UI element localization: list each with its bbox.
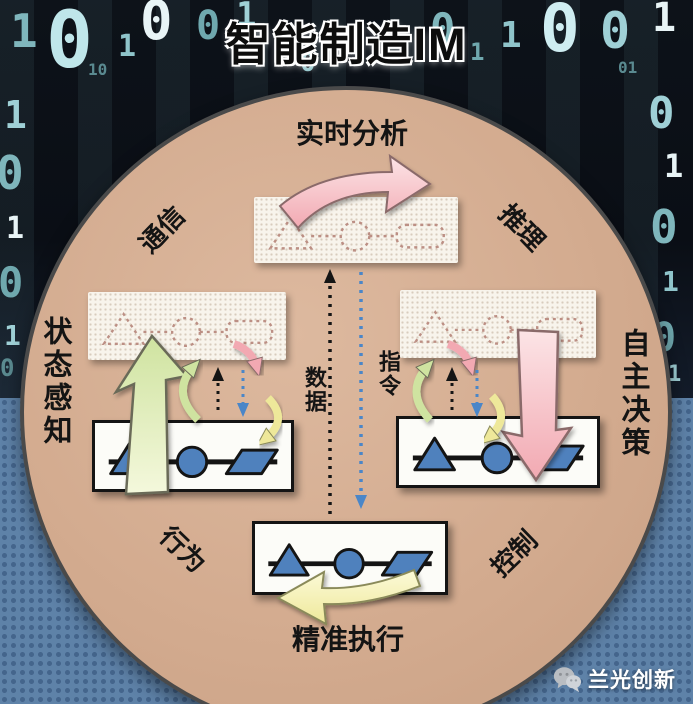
physical-system-shapes bbox=[108, 440, 279, 479]
binary-digit: 0 bbox=[0, 146, 24, 200]
binary-digit: 1 bbox=[662, 265, 679, 298]
binary-digit: 1 bbox=[470, 38, 485, 66]
label-data-flow: 数据 bbox=[302, 366, 327, 414]
binary-digit: 0 bbox=[648, 88, 675, 139]
binary-digit: 01 bbox=[618, 58, 638, 77]
binary-digit: 1 bbox=[4, 319, 21, 352]
label-precise-execution: 精准执行 bbox=[291, 624, 404, 655]
binary-digit: 0 bbox=[140, 0, 173, 52]
virtual-model-box-right bbox=[400, 290, 596, 358]
binary-digit: 1 bbox=[4, 93, 27, 137]
physical-system-box-left bbox=[92, 420, 294, 492]
label-instruction-flow: 指令 bbox=[376, 350, 401, 398]
virtual-model-shapes bbox=[268, 215, 445, 252]
watermark-text: 兰光创新 bbox=[588, 669, 676, 692]
label-autonomous-decision: 自主决策 bbox=[617, 328, 649, 460]
watermark: 兰光创新 bbox=[552, 664, 676, 694]
virtual-model-shapes bbox=[413, 310, 584, 345]
binary-digit: 0 bbox=[650, 200, 678, 254]
binary-digit: 0 bbox=[0, 354, 15, 382]
bottom-frame bbox=[0, 704, 693, 716]
binary-digit: 0 bbox=[430, 4, 456, 53]
binary-digit: 0 bbox=[300, 48, 316, 78]
physical-system-shapes bbox=[268, 543, 434, 580]
binary-digit: 10 bbox=[88, 60, 108, 79]
binary-digit: 1 bbox=[10, 4, 38, 58]
physical-system-box-right bbox=[396, 416, 600, 488]
binary-digit: 1 bbox=[6, 211, 25, 246]
binary-digit: 0 bbox=[540, 0, 580, 67]
label-state-perception: 状态感知 bbox=[39, 316, 71, 448]
binary-digit: 1 bbox=[500, 15, 522, 56]
binary-digit: 0 bbox=[600, 2, 631, 60]
physical-system-shapes bbox=[412, 436, 585, 475]
binary-digit: 1 bbox=[652, 0, 677, 41]
binary-digit: 0 bbox=[196, 3, 221, 49]
binary-digit: 0 bbox=[0, 258, 24, 307]
binary-digit: 1 bbox=[236, 0, 257, 35]
binary-digit: 1 bbox=[380, 44, 394, 69]
virtual-model-box-top bbox=[254, 197, 458, 263]
binary-digit: 1 bbox=[664, 147, 684, 185]
virtual-model-shapes bbox=[101, 311, 274, 347]
binary-digit: 0 bbox=[46, 0, 93, 86]
binary-digit: 1 bbox=[668, 362, 682, 387]
label-realtime-analysis: 实时分析 bbox=[295, 118, 408, 149]
page-title: 智能制造IM bbox=[225, 19, 468, 70]
wechat-icon bbox=[553, 667, 582, 693]
binary-digit: 1 bbox=[118, 29, 137, 64]
physical-system-box-bottom bbox=[252, 521, 448, 595]
virtual-model-box-left bbox=[88, 292, 286, 360]
